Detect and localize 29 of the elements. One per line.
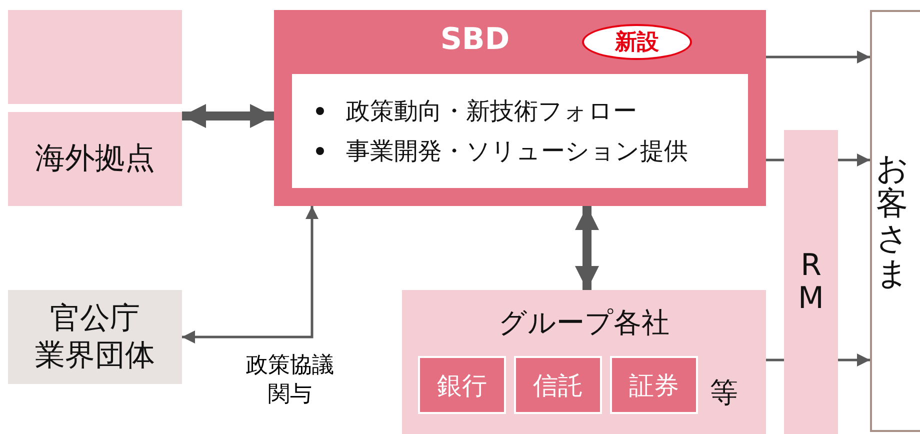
division-title: SBD xyxy=(440,22,510,57)
company-box: 銀行 xyxy=(418,356,506,414)
bullet-item: 政策動向・新技術フォロー xyxy=(346,96,637,127)
entity-text: 官公庁 xyxy=(50,300,140,337)
division-box xyxy=(274,10,766,206)
group-companies-box xyxy=(402,290,766,434)
new-badge: 新設 xyxy=(582,24,692,60)
bullet-item: 事業開発・ソリューション提供 xyxy=(346,136,688,167)
entity-box xyxy=(8,290,182,384)
group-title: グループ各社 xyxy=(498,305,670,341)
arrow xyxy=(838,154,870,166)
rm-bar: RM xyxy=(784,130,838,434)
arrow xyxy=(838,354,870,366)
arrow xyxy=(182,206,318,344)
connector-line xyxy=(766,358,784,362)
etc-note: 等 xyxy=(710,375,738,411)
company-box: 信託 xyxy=(514,356,602,414)
arrow xyxy=(766,50,870,64)
arrow xyxy=(182,104,274,128)
entity-text: 業界団体 xyxy=(35,337,155,374)
arrow xyxy=(575,206,599,290)
entity-box xyxy=(8,10,182,104)
role-list-panel xyxy=(292,74,748,188)
customer-box: お客さま xyxy=(870,10,920,432)
edge-label: 政策協議関与 xyxy=(245,352,335,409)
company-box: 証券 xyxy=(610,356,698,414)
entity-box xyxy=(8,112,182,206)
entity-text: 海外拠点 xyxy=(35,140,155,178)
connector-line xyxy=(766,158,784,162)
